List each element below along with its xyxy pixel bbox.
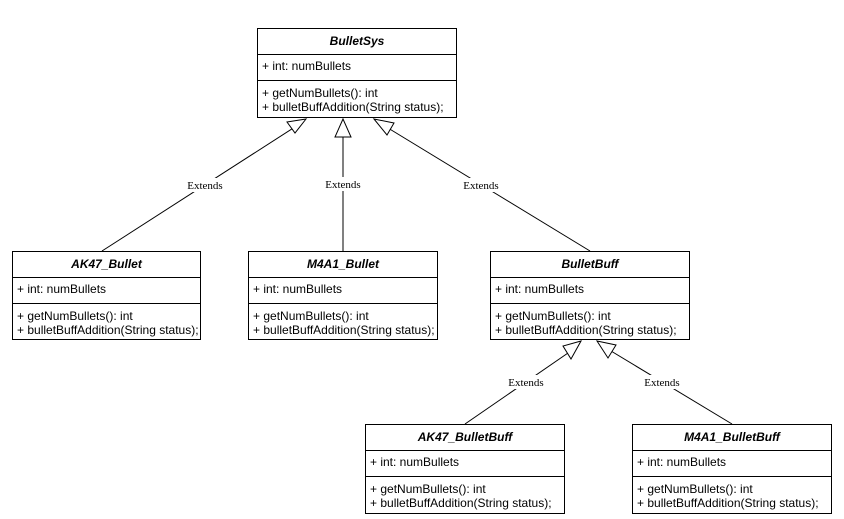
edge-ak47-bulletbuff-extends-bulletbuff: Extends xyxy=(464,340,583,425)
class-attributes: + int: numBullets xyxy=(366,451,564,477)
class-name: BulletBuff xyxy=(491,252,689,278)
class-ak47-bulletbuff[interactable]: AK47_BulletBuff + int: numBullets + getN… xyxy=(365,424,565,514)
class-m4a1-bulletbuff[interactable]: M4A1_BulletBuff + int: numBullets + getN… xyxy=(632,424,832,514)
operation: + getNumBullets(): int xyxy=(253,309,369,323)
attribute: + int: numBullets xyxy=(253,282,343,296)
operation: + bulletBuffAddition(String status); xyxy=(17,323,199,337)
class-operations: + getNumBullets(): int + bulletBuffAddit… xyxy=(13,304,200,341)
operation: + getNumBullets(): int xyxy=(370,482,486,496)
operation: + bulletBuffAddition(String status); xyxy=(637,496,819,510)
edge-label-extends: Extends xyxy=(463,180,498,192)
attribute: + int: numBullets xyxy=(262,59,352,73)
attribute: + int: numBullets xyxy=(17,282,107,296)
inheritance-arrowhead xyxy=(595,340,617,359)
attribute: + int: numBullets xyxy=(637,455,727,469)
edge-m4a1-bullet-extends-bulletsys: Extends xyxy=(321,117,364,251)
class-m4a1-bullet[interactable]: M4A1_Bullet + int: numBullets + getNumBu… xyxy=(248,251,438,340)
edge-label-extends: Extends xyxy=(187,180,222,192)
class-bulletbuff[interactable]: BulletBuff + int: numBullets + getNumBul… xyxy=(490,251,690,340)
edge-m4a1-bulletbuff-extends-bulletbuff: Extends xyxy=(595,340,733,425)
class-operations: + getNumBullets(): int + bulletBuffAddit… xyxy=(249,304,437,341)
operation: + getNumBullets(): int xyxy=(17,309,133,323)
operation: + getNumBullets(): int xyxy=(262,86,378,100)
inheritance-arrowhead xyxy=(562,340,583,360)
edge-bulletbuff-extends-bulletsys: Extends xyxy=(372,118,591,252)
class-bulletsys[interactable]: BulletSys + int: numBullets + getNumBull… xyxy=(257,28,457,118)
class-name: AK47_Bullet xyxy=(13,252,200,278)
edge-ak47-bullet-extends-bulletsys: Extends xyxy=(101,118,308,252)
class-operations: + getNumBullets(): int + bulletBuffAddit… xyxy=(258,81,456,118)
class-operations: + getNumBullets(): int + bulletBuffAddit… xyxy=(491,304,689,341)
edge-label-extends: Extends xyxy=(325,179,360,191)
class-attributes: + int: numBullets xyxy=(491,278,689,304)
inheritance-arrowhead xyxy=(334,117,352,138)
operation: + bulletBuffAddition(String status); xyxy=(253,323,435,337)
class-operations: + getNumBullets(): int + bulletBuffAddit… xyxy=(366,477,564,514)
class-name: M4A1_Bullet xyxy=(249,252,437,278)
inheritance-arrowhead xyxy=(286,118,308,134)
class-attributes: + int: numBullets xyxy=(633,451,831,477)
edge-label-extends: Extends xyxy=(644,377,679,389)
class-name: AK47_BulletBuff xyxy=(366,425,564,451)
operation: + getNumBullets(): int xyxy=(495,309,611,323)
operation: + getNumBullets(): int xyxy=(637,482,753,496)
inheritance-arrowhead xyxy=(372,118,395,136)
attribute: + int: numBullets xyxy=(370,455,460,469)
class-operations: + getNumBullets(): int + bulletBuffAddit… xyxy=(633,477,831,514)
operation: + bulletBuffAddition(String status); xyxy=(495,323,677,337)
attribute: + int: numBullets xyxy=(495,282,585,296)
class-attributes: + int: numBullets xyxy=(258,55,456,81)
operation: + bulletBuffAddition(String status); xyxy=(370,496,552,510)
class-name: M4A1_BulletBuff xyxy=(633,425,831,451)
operation: + bulletBuffAddition(String status); xyxy=(262,100,444,114)
class-attributes: + int: numBullets xyxy=(249,278,437,304)
class-name: BulletSys xyxy=(258,29,456,55)
class-attributes: + int: numBullets xyxy=(13,278,200,304)
class-ak47-bullet[interactable]: AK47_Bullet + int: numBullets + getNumBu… xyxy=(12,251,201,340)
edge-label-extends: Extends xyxy=(508,377,543,389)
